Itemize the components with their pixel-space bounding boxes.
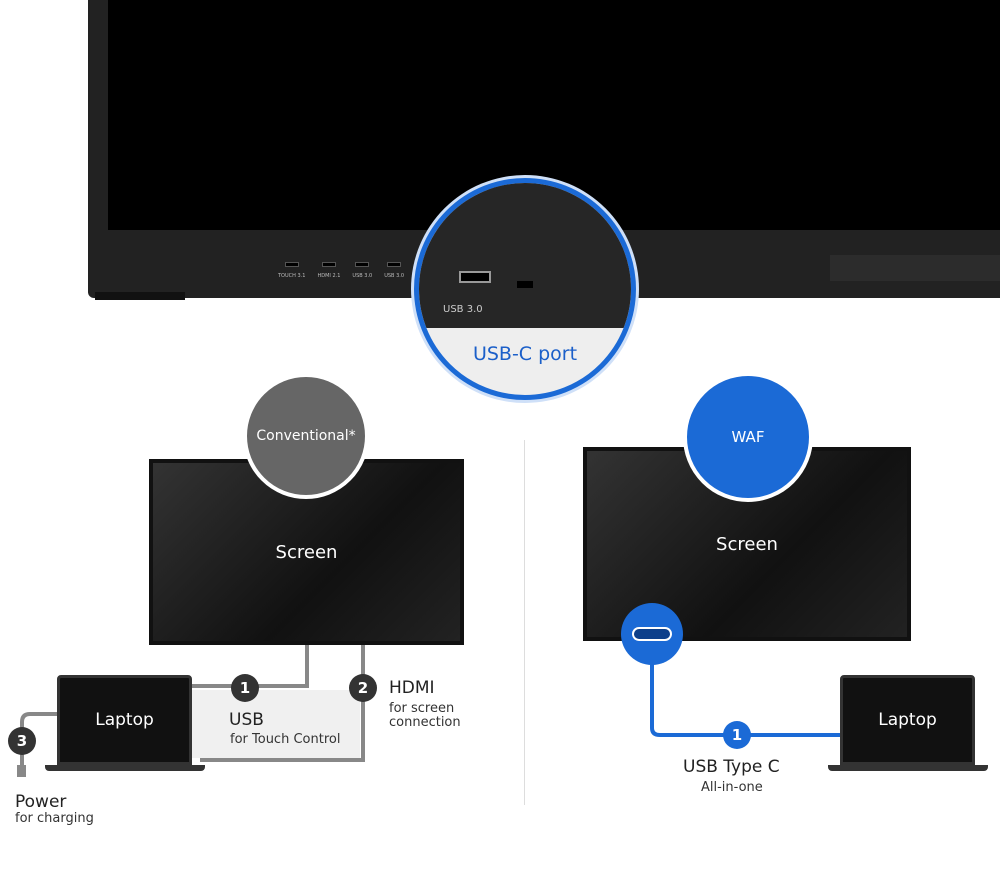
port: HDMI 2.1 — [317, 262, 340, 279]
usb-cable — [190, 642, 309, 688]
step-badge-1: 1 — [723, 721, 751, 749]
power-cable — [20, 712, 60, 770]
step-badge-3: 3 — [8, 727, 36, 755]
usb-subtitle: for Touch Control — [230, 732, 341, 747]
conventional-laptop: Laptop — [57, 675, 192, 765]
laptop-base — [828, 765, 988, 771]
usb-port-icon — [459, 271, 491, 283]
port: TOUCH 3.1 — [278, 262, 305, 279]
cable-area — [192, 690, 360, 758]
usb-type-c-title: USB Type C — [683, 757, 780, 777]
port: USB 3.0 — [384, 262, 404, 279]
divider — [524, 440, 525, 805]
step-badge-2: 2 — [349, 674, 377, 702]
port-panel: TOUCH 3.1 HDMI 2.1 USB 3.0 USB 3.0 — [278, 262, 404, 279]
conventional-screen: Screen — [149, 459, 464, 645]
laptop-base — [45, 765, 205, 771]
port-label: USB 3.0 — [443, 304, 483, 315]
power-title: Power — [15, 792, 67, 812]
waf-badge: WAF — [683, 372, 813, 502]
usb-type-c-subtitle: All-in-one — [701, 780, 763, 795]
power-subtitle: for charging — [15, 811, 94, 826]
usb-c-port-icon — [517, 281, 533, 288]
usb-c-cable — [650, 640, 842, 737]
usb-title: USB — [229, 710, 264, 730]
usb-c-icon — [621, 603, 683, 665]
usb-c-zoom-callout: USB 3.0 USB-C port — [414, 178, 636, 400]
port: USB 3.0 — [352, 262, 372, 279]
hdmi-title: HDMI — [389, 678, 435, 698]
step-badge-1: 1 — [231, 674, 259, 702]
display-monitor: TOUCH 3.1 HDMI 2.1 USB 3.0 USB 3.0 — [88, 0, 1000, 298]
hdmi-subtitle: for screen connection — [389, 701, 461, 730]
conventional-badge: Conventional* — [243, 373, 369, 499]
callout-caption: USB-C port — [472, 343, 578, 365]
plug-icon — [17, 765, 26, 777]
waf-laptop: Laptop — [840, 675, 975, 765]
speaker-vent — [830, 255, 1000, 281]
monitor-foot — [95, 292, 185, 300]
